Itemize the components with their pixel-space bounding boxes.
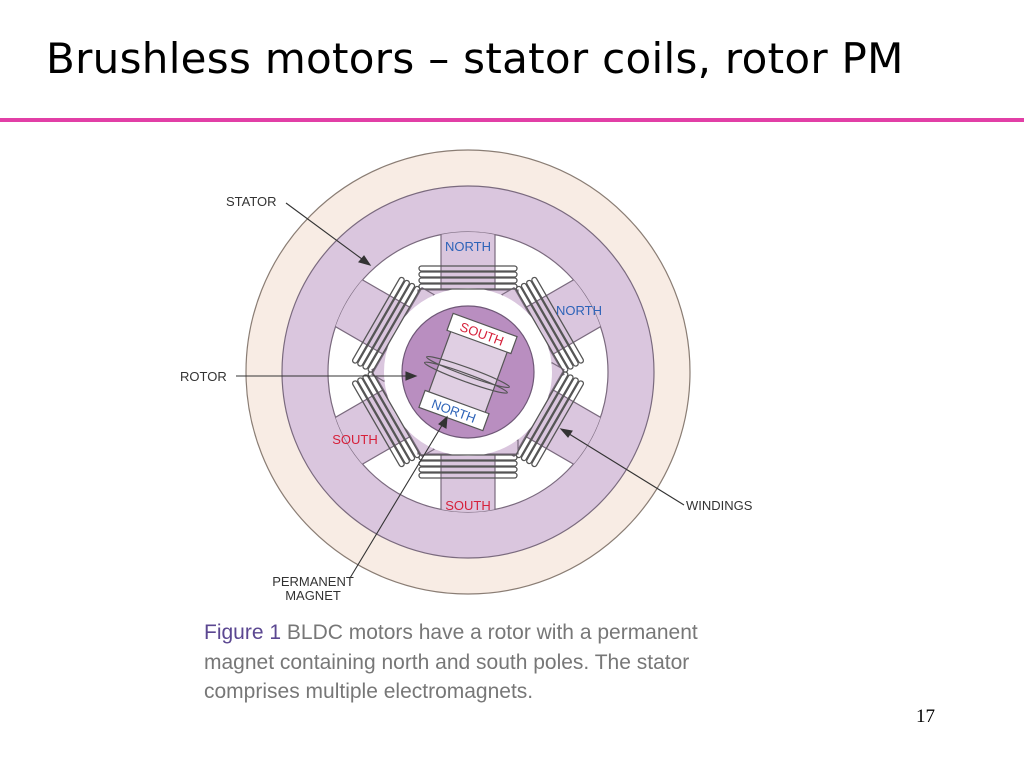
pole-label-top: NORTH <box>445 239 491 254</box>
callout-permanent-magnet-line1: PERMANENT <box>272 574 354 589</box>
pole-label-bottom: SOUTH <box>445 498 491 513</box>
pole-label-lower-left: SOUTH <box>332 432 378 447</box>
callout-windings: WINDINGS <box>686 498 753 513</box>
page-number: 17 <box>916 706 935 727</box>
stator-pole-lower-left <box>320 361 435 474</box>
figure-caption-body: BLDC motors have a rotor with a permanen… <box>204 621 698 703</box>
callout-permanent-magnet-line2: MAGNET <box>285 588 341 603</box>
figure-caption-lead: Figure 1 <box>204 621 282 644</box>
pole-label-upper-right: NORTH <box>556 303 602 318</box>
stator-pole-upper-right <box>501 270 616 383</box>
stator-pole-upper-left <box>320 270 435 383</box>
figure-caption: Figure 1 BLDC motors have a rotor with a… <box>204 618 744 707</box>
slide-title: Brushless motors – stator coils, rotor P… <box>46 34 904 83</box>
callout-stator: STATOR <box>226 194 277 209</box>
callout-lines <box>236 202 685 579</box>
stator-windings <box>351 265 585 479</box>
title-divider <box>0 118 1024 122</box>
callout-rotor: ROTOR <box>180 369 227 384</box>
stator-pole-top <box>417 217 519 305</box>
stator-pole-bottom <box>417 439 519 527</box>
